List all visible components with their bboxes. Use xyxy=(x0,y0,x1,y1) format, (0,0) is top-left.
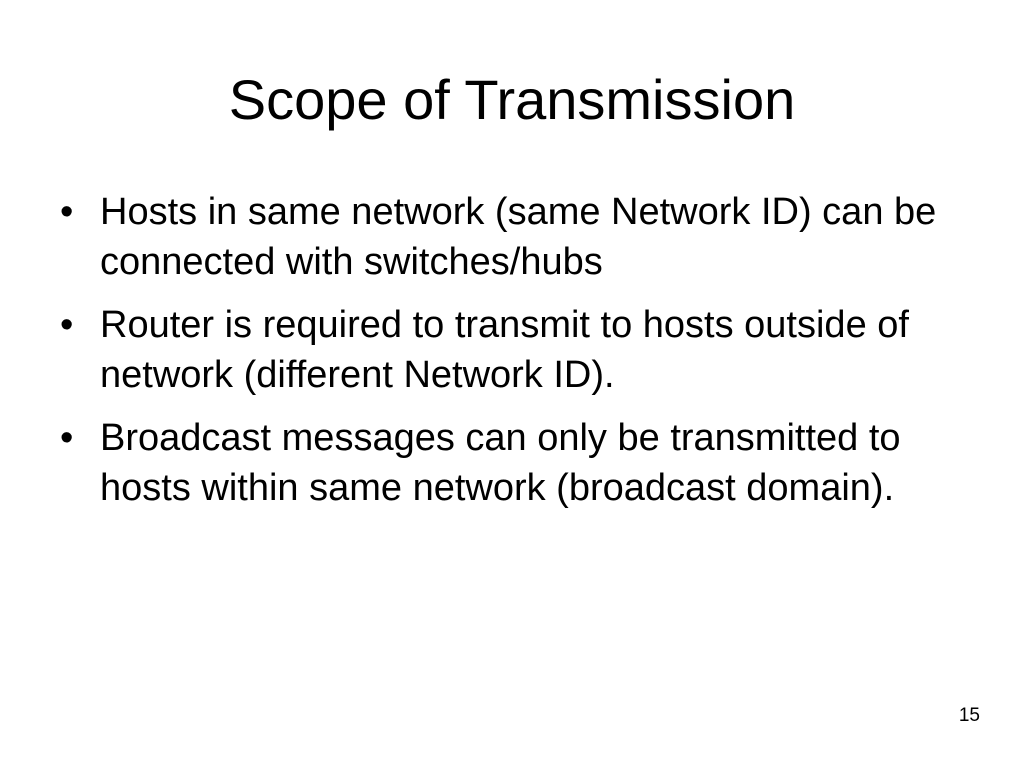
bullet-dot-icon: • xyxy=(60,417,74,459)
bullet-item: • Hosts in same network (same Network ID… xyxy=(60,187,980,287)
slide-title: Scope of Transmission xyxy=(228,68,796,131)
bullet-text: Broadcast messages can only be transmitt… xyxy=(100,417,901,509)
bullet-item: • Router is required to transmit to host… xyxy=(60,300,980,400)
bullet-dot-icon: • xyxy=(60,304,74,346)
bullet-text: Router is required to transmit to hosts … xyxy=(100,304,909,396)
bullet-text: Hosts in same network (same Network ID) … xyxy=(100,191,937,283)
bullet-item: • Broadcast messages can only be transmi… xyxy=(60,413,980,513)
bullet-list: • Hosts in same network (same Network ID… xyxy=(60,187,980,526)
bullet-dot-icon: • xyxy=(60,191,74,233)
slide-number: 15 xyxy=(958,705,980,726)
